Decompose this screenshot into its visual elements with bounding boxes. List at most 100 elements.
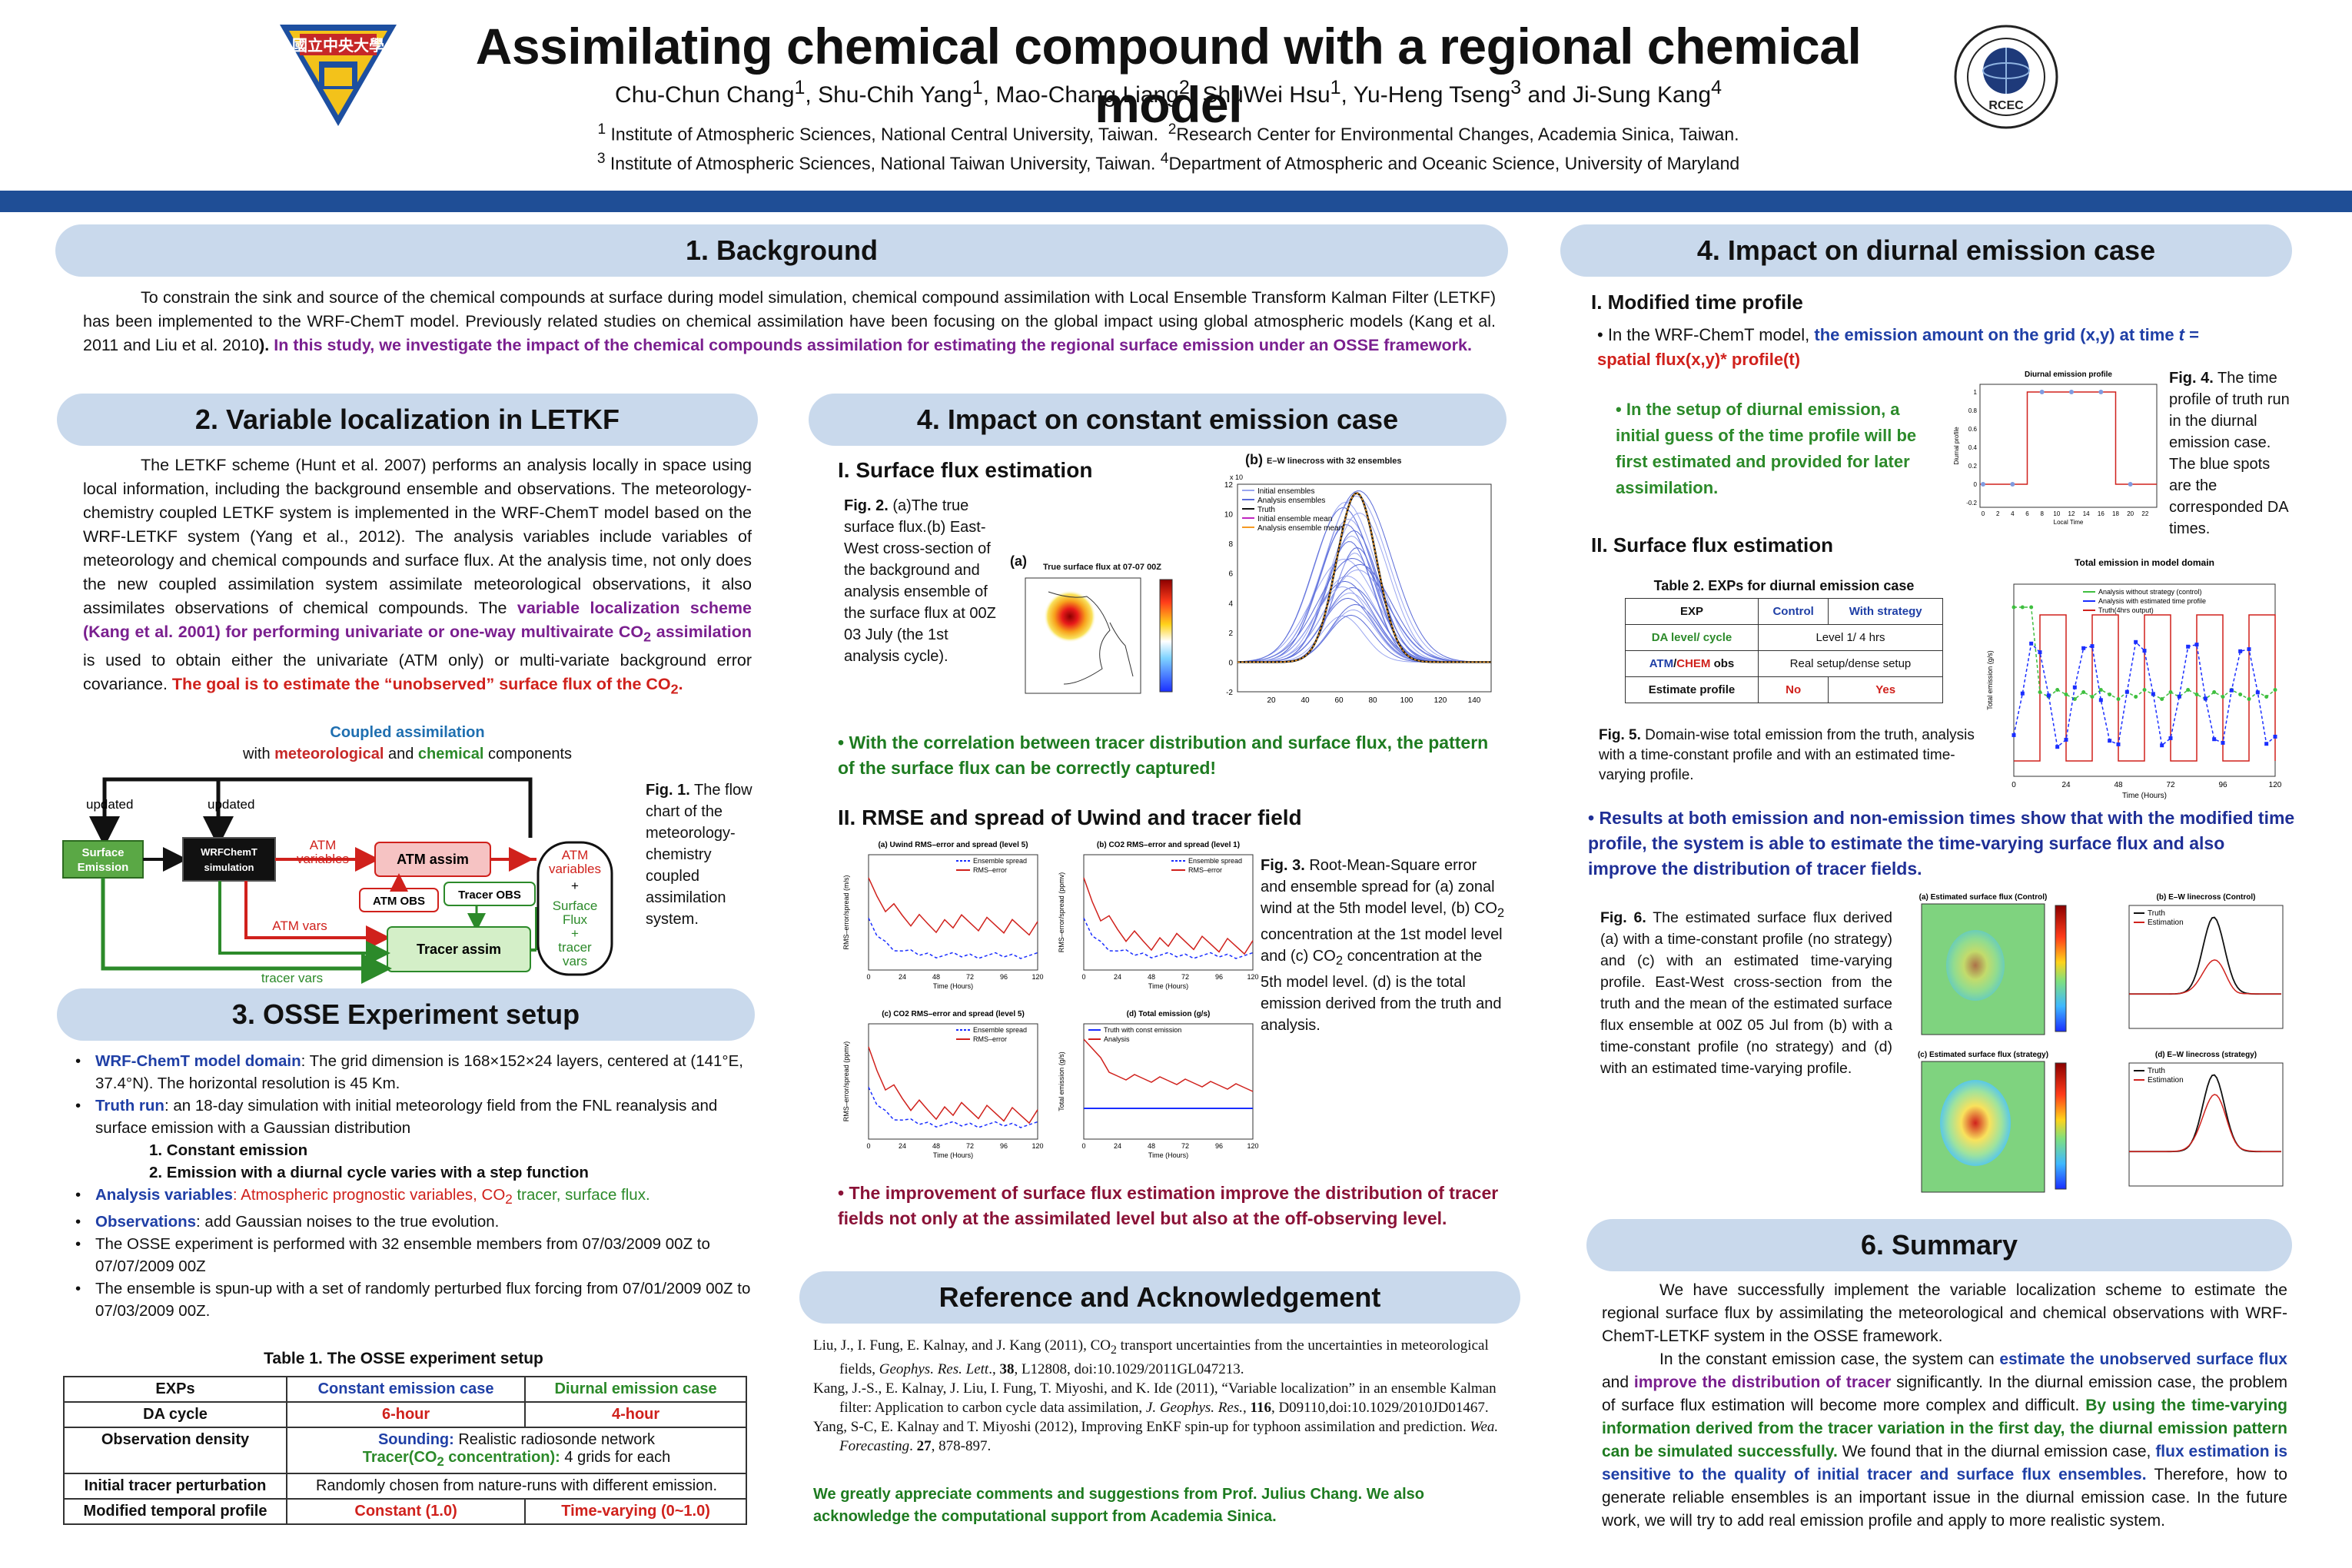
fig4-xtick: 14 — [2083, 510, 2090, 517]
fig5-strategy-point — [2038, 650, 2042, 655]
diurnal-b1e: spatial flux(x,y)* profile(t) — [1597, 350, 1801, 369]
fig4-caption: Fig. 4. The time profile of truth run in… — [2169, 367, 2294, 540]
table-row: Estimate profile No Yes — [1625, 676, 1943, 703]
fig3-xtick: 24 — [899, 1142, 906, 1150]
background-text: To constrain the sink and source of the … — [83, 286, 1496, 357]
background-close: ). — [259, 336, 270, 354]
fig4-ytick: 0 — [1974, 481, 1978, 488]
fig2b-xtick: 80 — [1368, 696, 1377, 705]
t1-tracer-text: 4 grids for each — [560, 1449, 671, 1466]
fig2b-legend-label: Truth — [1257, 506, 1275, 514]
affil-3: Institute of Atmospheric Sciences, Natio… — [610, 153, 1156, 174]
t1-tracer-label: Tracer(CO2 concentration): — [362, 1449, 560, 1469]
fig2b-xtick: 120 — [1434, 696, 1447, 705]
fig3-xtick: 120 — [1247, 1142, 1258, 1150]
fig2b-chart: (b) E–W linecross with 32 ensembles x 10… — [1207, 452, 1499, 713]
osse-analysis-label: Analysis variables — [95, 1186, 233, 1204]
t2-r3c2: Yes — [1828, 676, 1943, 703]
fig2a-map: (a) True surface flux at 07-07 00Z — [1010, 553, 1194, 707]
fig5-strategy-point — [2168, 736, 2173, 740]
fig5-xtick: 24 — [2061, 781, 2071, 789]
fig2-label: Fig. 2. — [844, 497, 889, 514]
localization-text: The LETKF scheme (Hunt et al. 2007) perf… — [83, 453, 752, 702]
fig2b-xtick: 100 — [1400, 696, 1414, 705]
diurnal-sub2: II. Surface flux estimation — [1591, 533, 1833, 556]
constant-sub1: I. Surface flux estimation — [838, 458, 1093, 482]
fig5-strategy-point — [2177, 694, 2181, 699]
t1-r4c0: Modified temporal profile — [63, 1498, 287, 1525]
fig3-xtick: 120 — [1031, 1142, 1043, 1150]
t2-h1: Control — [1757, 598, 1829, 625]
flow-chart: Coupled assimilation with meteorological… — [61, 723, 769, 984]
fig3-rms-line — [1083, 877, 1254, 955]
fig3-xtick: 0 — [866, 1142, 870, 1150]
fig5-control-point — [2020, 605, 2025, 610]
localization-goal-text: The goal is to estimate the “unobserved”… — [171, 675, 671, 694]
fig5-strategy-point — [2090, 644, 2095, 649]
fig3-frame — [868, 854, 1038, 971]
fig6-legend-label: Truth — [2148, 909, 2165, 918]
flow-sub-chem: chemical — [417, 746, 484, 762]
fig5-xlabel: Time (Hours) — [2122, 792, 2167, 800]
fig4-xtick: 12 — [2068, 510, 2075, 517]
fig3-ylabel: RMS–error/spread (m/s) — [842, 875, 850, 949]
fig6-caption: Fig. 6. The estimated surface flux deriv… — [1600, 907, 1892, 1079]
fig2b-ytick: 0 — [1228, 659, 1233, 667]
fig3-panel-title: (d) Total emission (g/s) — [1127, 1010, 1211, 1018]
fig4-xtick: 10 — [2053, 510, 2060, 517]
fig3-frame — [1083, 1023, 1254, 1140]
fig5-strategy-point — [2142, 649, 2147, 653]
fig2a-title: True surface flux at 07-07 00Z — [1042, 563, 1162, 572]
fig3-spread-line — [868, 918, 1038, 959]
fig3-xtick: 72 — [1181, 973, 1189, 981]
fig3-xlabel: Time (Hours) — [933, 1151, 973, 1159]
t1-r3c0: Initial tracer perturbation — [63, 1473, 287, 1500]
fig3-ylabel: RMS–error/spread (ppmv) — [1058, 872, 1065, 953]
osse-sub2: 2. Emission with a diurnal cycle varies … — [149, 1164, 589, 1181]
fig2b-legend-label: Analysis ensemble mean — [1257, 524, 1343, 533]
fig2b-ytick: -2 — [1226, 689, 1233, 697]
flow-out-plus2: + — [571, 926, 579, 941]
flow-tracer-vars: tracer vars — [261, 971, 323, 984]
fig6-estimation-line — [2129, 1094, 2281, 1152]
diurnal-bullet3: • Results at both emission and non-emiss… — [1588, 808, 2295, 879]
osse-item-members: The OSSE experiment is performed with 32… — [72, 1233, 759, 1277]
flow-atm-assim: ATM assim — [397, 852, 469, 867]
fig3-ylabel: RMS–error/spread (ppmv) — [842, 1041, 850, 1122]
diurnal-heading: 4. Impact on diurnal emission case — [1560, 224, 2292, 277]
fig5-strategy-point — [2160, 743, 2164, 748]
fig3-xtick: 48 — [1148, 1142, 1155, 1150]
fig3-label: Fig. 3. — [1261, 857, 1305, 874]
fig6-text: The estimated surface flux derived (a) w… — [1600, 909, 1892, 1077]
osse-domain-text: : The grid dimension is 168×152×24 layer… — [95, 1052, 743, 1092]
fig4-ylabel: Diurnal profile — [1953, 427, 1960, 465]
constant-bullet2: • The improvement of surface flux estima… — [838, 1183, 1499, 1228]
t2-r3c0: Estimate profile — [1625, 676, 1759, 703]
fig3-rms-line — [868, 1046, 1038, 1125]
osse-truth-label: Truth run — [95, 1097, 164, 1115]
fig2b-xtick: 40 — [1301, 696, 1310, 705]
fig5-xtick: 0 — [2011, 781, 2016, 789]
sum-e: significantly. In the diurnal emission c… — [1602, 1374, 2287, 1414]
fig2b-ytick: 4 — [1228, 600, 1233, 608]
osse-domain-label: WRF-ChemT model domain — [95, 1052, 301, 1070]
fig2b-frame — [1237, 483, 1492, 693]
fig4-da-point — [2128, 482, 2133, 487]
fig4-xtick: 20 — [2127, 510, 2134, 517]
osse-item-domain: WRF-ChemT model domain: The grid dimensi… — [72, 1050, 759, 1095]
fig6-line-frame — [2128, 1062, 2284, 1187]
t2-r2c0: ATM/CHEM obs — [1625, 650, 1759, 677]
fig3-frame — [1083, 854, 1254, 971]
fig4-ytick: -0.2 — [1966, 500, 1977, 507]
osse-obs-label: Observations — [95, 1213, 197, 1231]
fig4-ytick: 0.8 — [1968, 407, 1978, 414]
constant-bullet1-text: With the correlation between tracer dist… — [838, 733, 1489, 778]
fig3-xlabel: Time (Hours) — [1148, 1151, 1188, 1159]
fig6-line-title: (b) E–W linecross (Control) — [2157, 893, 2256, 902]
osse-table: EXPs Constant emission case Diurnal emis… — [63, 1376, 747, 1525]
fig5-label: Fig. 5. — [1599, 727, 1641, 743]
osse-analysis-text: : Atmospheric prognostic variables, CO2 … — [232, 1186, 650, 1208]
osse-truth-text: : an 18-day simulation with initial mete… — [95, 1097, 718, 1137]
osse-item-obs: Observations: add Gaussian noises to the… — [72, 1211, 759, 1233]
affiliation-line-2: 3 Institute of Atmospheric Sciences, Nat… — [596, 151, 1740, 174]
